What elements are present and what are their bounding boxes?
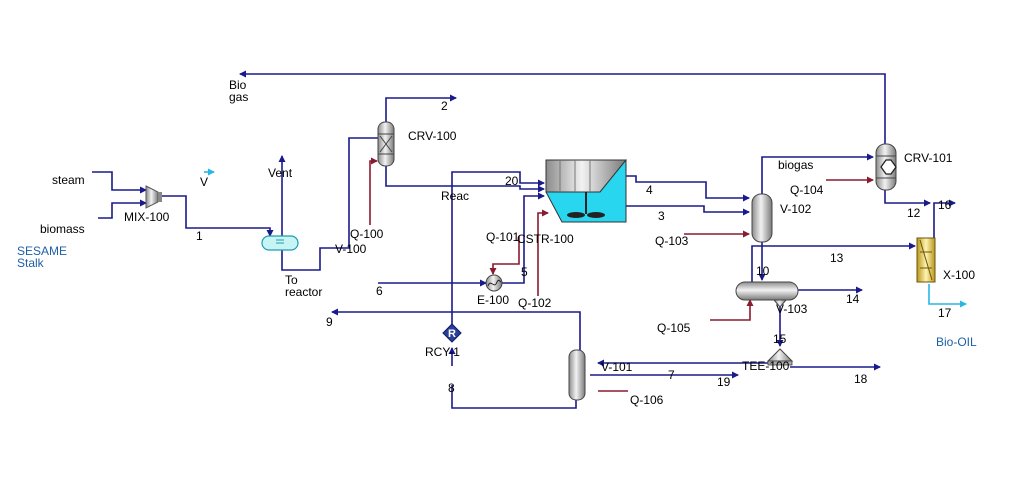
label-sesame-stalk: SESAME Stalk: [17, 244, 68, 270]
stream-1: [162, 195, 274, 237]
label-mix100: MIX-100: [124, 210, 170, 224]
label-stream-2: 2: [441, 99, 448, 113]
recycle-rcy1[interactable]: R: [442, 323, 462, 343]
stream-4: [626, 175, 750, 202]
heater-e100[interactable]: [485, 274, 503, 292]
label-stream-5: 5: [521, 265, 528, 279]
separator-v103[interactable]: [735, 281, 799, 308]
component-splitter-x100[interactable]: [916, 237, 936, 283]
label-stream-10: 10: [756, 264, 770, 278]
stream-biogas-top: [239, 70, 886, 144]
label-stream-1: 1: [196, 229, 203, 243]
label-stream-19: 19: [717, 375, 731, 389]
stream-reac: [385, 165, 545, 193]
flash-drum-v100[interactable]: [261, 235, 299, 251]
label-stream-20: 20: [505, 174, 519, 188]
label-bio-gas-top: Bio gas: [229, 78, 249, 104]
label-stream-18: 18: [854, 372, 868, 386]
label-stream-12: 12: [907, 206, 921, 220]
svg-text:R: R: [448, 328, 456, 340]
label-bio-oil: Bio-OIL: [936, 335, 977, 349]
stream-12: [884, 190, 931, 207]
label-biogas: biogas: [778, 158, 814, 172]
label-v101: V-101: [601, 360, 633, 374]
energy-q102: [537, 209, 549, 296]
label-q102: Q-102: [518, 296, 552, 310]
label-stream-13: 13: [830, 251, 844, 265]
label-stream-7: 7: [668, 368, 675, 382]
label-stream-8: 8: [448, 381, 455, 395]
label-stream-6: 6: [376, 284, 383, 298]
label-q104: Q-104: [790, 183, 824, 197]
stream-8: [451, 385, 577, 409]
label-stream-16: 16: [938, 198, 952, 212]
label-v-stream: V: [200, 175, 209, 189]
label-q105: Q-105: [657, 321, 691, 335]
label-reac: Reac: [441, 189, 470, 203]
label-vent: Vent: [268, 166, 293, 180]
energy-q105: [710, 299, 754, 321]
energy-q101: [489, 236, 520, 275]
stream-13: [751, 242, 916, 282]
label-stream-17: 17: [938, 306, 952, 320]
separator-v102[interactable]: [751, 193, 773, 243]
label-v100: V-100: [335, 242, 367, 256]
stream-to-reactor: [281, 137, 378, 271]
stream-3: [626, 205, 750, 216]
stream-biomass: [98, 199, 147, 219]
label-crv100: CRV-100: [408, 129, 457, 143]
label-steam: steam: [52, 173, 85, 187]
label-stream-3: 3: [658, 209, 665, 223]
stream-biogas: [761, 153, 874, 194]
label-q106: Q-106: [630, 393, 664, 407]
label-x100: X-100: [943, 268, 976, 282]
label-stream-14: 14: [846, 292, 860, 306]
label-stream-9: 9: [326, 315, 333, 329]
stream-17: [928, 284, 967, 308]
reactor-crv100[interactable]: [377, 121, 395, 167]
energy-q100: [369, 157, 378, 225]
stream-5: [502, 192, 545, 284]
separator-v101[interactable]: [568, 349, 586, 401]
label-v102: V-102: [780, 202, 812, 216]
label-tee100: TEE-100: [742, 359, 790, 373]
label-biomass: biomass: [40, 222, 85, 236]
label-rcy1: RCY-1: [425, 345, 460, 359]
label-stream-4: 4: [646, 183, 653, 197]
label-q103: Q-103: [655, 234, 689, 248]
reactor-crv101[interactable]: [875, 143, 897, 191]
reactor-cstr100[interactable]: [545, 159, 628, 223]
label-cstr100: CSTR-100: [517, 232, 574, 246]
label-to-reactor: To reactor: [285, 273, 323, 299]
stream-steam: [92, 171, 147, 194]
label-stream-15: 15: [773, 332, 787, 346]
label-q101: Q-101: [486, 230, 520, 244]
label-v103: V-103: [776, 302, 808, 316]
stream-20: [451, 171, 545, 336]
label-e100: E-100: [477, 293, 510, 307]
stream-2: [385, 94, 457, 122]
label-q100: Q-100: [350, 227, 384, 241]
mixer-mix100[interactable]: [145, 185, 162, 209]
label-crv101: CRV-101: [904, 151, 953, 165]
stream-16: [933, 199, 956, 238]
splitter-tee100[interactable]: [766, 348, 794, 366]
